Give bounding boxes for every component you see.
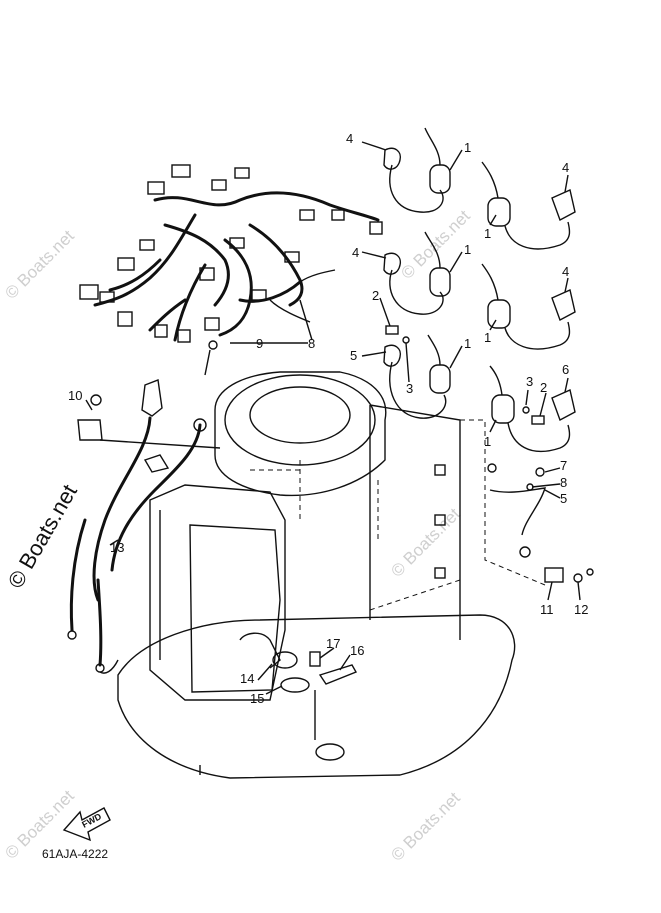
- callout-4: 6: [562, 362, 569, 377]
- callout-2: 2: [372, 288, 379, 303]
- callout-labels: 4 1 4 1 4 1 4 2 1 8 9 5 1 3 3 2 6 1 10 7…: [68, 131, 588, 706]
- callout-3: 3: [406, 381, 413, 396]
- callout-10: 10: [68, 388, 82, 403]
- fwd-label: FWD: [80, 811, 103, 830]
- watermark-dark: © Boats.net: [3, 480, 82, 592]
- callout-16: 16: [350, 643, 364, 658]
- callout-1: 1: [464, 242, 471, 257]
- callout-7: 8: [560, 475, 567, 490]
- callout-1: 1: [484, 330, 491, 345]
- wire-harness-drawing: [79, 164, 383, 376]
- callout-15: 15: [250, 691, 264, 706]
- callout-4: 4: [562, 160, 569, 175]
- callout-4: 4: [352, 245, 359, 260]
- watermark-1: © Boats.net: [1, 226, 78, 303]
- watermark-2: © Boats.net: [397, 206, 474, 283]
- callout-11: 11: [540, 602, 554, 617]
- callout-4: 4: [562, 264, 569, 279]
- callout-8: 8: [308, 336, 315, 351]
- callout-1: 1: [484, 226, 491, 241]
- callout-17: 17: [326, 636, 340, 651]
- callout-5: 5: [560, 491, 567, 506]
- callout-1: 1: [464, 336, 471, 351]
- callout-4: 4: [346, 131, 353, 146]
- callout-4: 5: [350, 348, 357, 363]
- callout-9: 9: [256, 336, 263, 351]
- callout-2: 2: [540, 380, 547, 395]
- ignition-coils-drawing: [383, 127, 594, 583]
- watermark-5: © Boats.net: [387, 788, 464, 865]
- fwd-arrow-icon: FWD: [62, 807, 111, 842]
- watermarks: © Boats.net © Boats.net © Boats.net © Bo…: [1, 206, 474, 865]
- callout-13: 13: [110, 540, 124, 555]
- callout-14: 14: [240, 671, 254, 686]
- callout-1: 1: [484, 434, 491, 449]
- callout-12: 12: [574, 602, 588, 617]
- callout-3: 3: [526, 374, 533, 389]
- watermark-3: © Boats.net: [387, 504, 464, 581]
- callout-6: 7: [560, 458, 567, 473]
- callout-1: 1: [464, 140, 471, 155]
- engine-cowling-drawing: [117, 371, 546, 779]
- drawing-code: 61AJA-4222: [42, 847, 108, 861]
- leads-drawing: [67, 379, 221, 674]
- leader-lines: [85, 141, 581, 695]
